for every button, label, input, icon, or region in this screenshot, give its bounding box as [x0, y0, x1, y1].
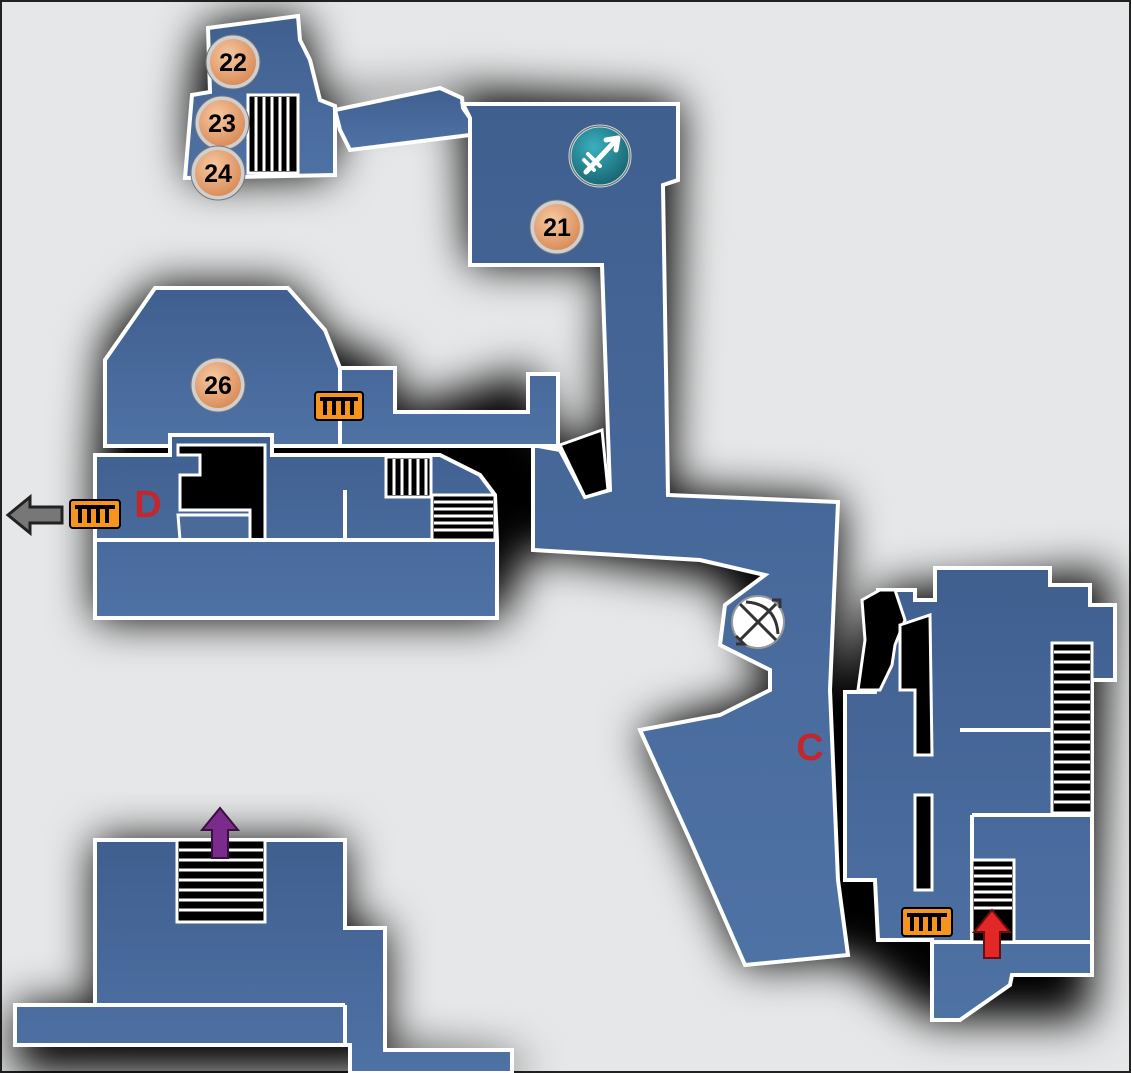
marker-label-22: 22	[219, 49, 247, 77]
compass-arrow-icon[interactable]	[568, 124, 632, 188]
stairs-east	[1050, 641, 1094, 815]
nook-D	[176, 513, 252, 542]
stairs-east-lines	[1054, 650, 1090, 804]
marker-label-26: 26	[204, 372, 232, 400]
marker-24[interactable]: 24	[190, 145, 246, 201]
exit-arrow-purple-icon[interactable]	[199, 806, 241, 859]
wall-strip-east-2	[913, 793, 934, 892]
area-label-C: C	[796, 727, 823, 769]
ladder-icon	[314, 391, 364, 421]
marker-26[interactable]: 26	[190, 357, 246, 413]
area-label-D: D	[134, 484, 161, 526]
room-southwest	[13, 838, 514, 1073]
wall-strip-east	[898, 612, 934, 757]
ladder-icon	[901, 907, 953, 937]
marker-label-24: 24	[204, 160, 232, 188]
wall-segment	[557, 427, 610, 499]
wall-block-D	[176, 443, 267, 542]
exit-arrow-gray-icon[interactable]	[5, 493, 64, 537]
corridor-north	[332, 85, 472, 153]
exit-arrow-red-icon[interactable]	[971, 908, 1013, 959]
stairs-D-lower-lines	[434, 500, 493, 532]
stairs-northwest	[254, 97, 290, 171]
marker-23[interactable]: 23	[194, 95, 250, 151]
marker-22[interactable]: 22	[205, 34, 261, 90]
stairs-D-upper-lines	[392, 459, 428, 495]
room-26	[103, 286, 560, 448]
stairs-east-lower-lines	[974, 866, 1012, 910]
bow-weapon-icon[interactable]	[731, 595, 785, 649]
ladder-icon	[69, 499, 121, 529]
marker-label-23: 23	[208, 110, 236, 138]
stairs-southwest-lines	[179, 848, 263, 912]
wall-block-east	[856, 588, 907, 692]
marker-label-21: 21	[543, 214, 571, 242]
marker-21[interactable]: 21	[529, 199, 585, 255]
